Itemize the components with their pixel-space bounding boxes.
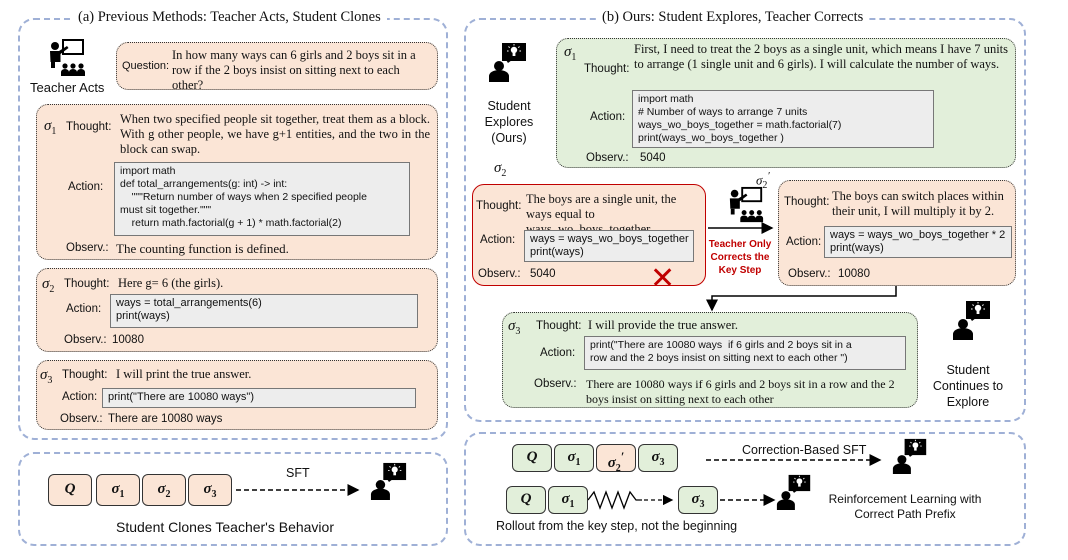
left-step-3-obs: There are 10080 ways	[108, 413, 223, 425]
right-step-2-prime-code: ways = ways_wo_boys_together * 2 print(w…	[824, 226, 1012, 258]
right-step-2-obs: 5040	[530, 268, 556, 280]
left-step-2-obs: 10080	[112, 334, 144, 346]
left-step-2-sigma: σ2	[42, 276, 55, 295]
right-step-2-thought-label: Thought:	[476, 200, 522, 212]
student-clones-caption: Student Clones Teacher's Behavior	[116, 519, 334, 535]
right-step-1-sigma: σ1	[564, 44, 577, 63]
question-text: In how many ways can 6 girls and 2 boys …	[172, 48, 416, 92]
left-step-2-code: ways = total_arrangements(6) print(ways)	[110, 294, 418, 328]
left-token-sigma-1: σ1	[96, 474, 140, 506]
left-step-3-action-label: Action:	[62, 391, 98, 403]
correction-arrow	[708, 222, 774, 234]
teacher-icon-correction	[726, 186, 766, 224]
left-step-1-obs-label: Observ.:	[66, 242, 109, 254]
right-step-3-action-label: Action:	[540, 347, 576, 359]
left-token-q: Q	[48, 474, 92, 506]
rollout-caption: Rollout from the key step, not the begin…	[496, 519, 738, 533]
left-step-3-sigma: σ3	[40, 367, 53, 386]
right-step-2-prime-sigma: σ2′	[756, 170, 770, 191]
teacher-acts-label: Teacher Acts	[30, 80, 105, 95]
right-step-1-obs: 5040	[640, 152, 666, 164]
left-step-1-thought: When two specified people sit together, …	[120, 112, 430, 156]
correction-sft-arrow	[706, 454, 882, 466]
student-icon-sft	[892, 438, 928, 474]
right-panel-title: (b) Ours: Student Explores, Teacher Corr…	[596, 9, 870, 26]
teacher-icon	[46, 38, 88, 78]
left-step-2-action-label: Action:	[66, 303, 102, 315]
right-step-3-thought: I will provide the true answer.	[588, 318, 738, 332]
left-step-1-action-label: Action:	[68, 181, 104, 193]
right-token-q: Q	[512, 444, 552, 472]
left-step-3-code: print("There are 10080 ways")	[102, 388, 416, 408]
left-token-sigma-3: σ3	[188, 474, 232, 506]
right-step-3-obs-label: Observ.:	[534, 378, 577, 390]
right-step-1-obs-label: Observ.:	[586, 152, 629, 164]
student-continues-label: Student Continues to Explore	[932, 363, 1004, 409]
right-step-1-action-label: Action:	[590, 111, 626, 123]
right-step-2-sigma: σ2	[494, 160, 507, 179]
teacher-corrects-label: Teacher Only Corrects the Key Step	[708, 239, 772, 276]
right-step-2-prime-obs-label: Observ.:	[788, 268, 831, 280]
rollout-zigzag	[588, 490, 674, 510]
wrong-step-cross-icon: ✕	[650, 261, 676, 296]
right-step-2-prime-action-label: Action:	[786, 236, 822, 248]
right-bottom-panel	[464, 432, 1026, 546]
right-rollout-token-sigma-1: σ1	[548, 486, 588, 514]
right-step-3-code: print("There are 10080 ways if 6 girls a…	[584, 336, 906, 370]
left-bottom-panel	[18, 452, 448, 546]
left-step-2-thought: Here g= 6 (the girls).	[118, 276, 224, 290]
right-step-3-obs: There are 10080 ways if 6 girls and 2 bo…	[586, 377, 895, 406]
continue-arrow	[706, 286, 897, 312]
left-step-3-thought-label: Thought:	[62, 369, 108, 381]
left-step-2-thought-label: Thought:	[64, 278, 110, 290]
right-step-2-prime-obs: 10080	[838, 268, 870, 280]
left-step-3-obs-label: Observ.:	[60, 413, 103, 425]
left-step-1-thought-label: Thought:	[66, 121, 112, 133]
right-step-1-code: import math # Number of ways to arrange …	[632, 90, 934, 148]
left-token-sigma-2: σ2	[142, 474, 186, 506]
correction-sft-label: Correction-Based SFT	[742, 443, 867, 457]
student-icon-continues	[952, 300, 992, 340]
sft-arrow	[236, 484, 360, 496]
right-step-2-prime-thought-label: Thought:	[784, 196, 830, 208]
sft-label: SFT	[286, 466, 310, 480]
right-step-2-action-label: Action:	[480, 234, 516, 246]
student-icon-rl	[776, 474, 812, 510]
left-panel-title: (a) Previous Methods: Teacher Acts, Stud…	[72, 9, 387, 26]
rl-label: Reinforcement Learning with Correct Path…	[828, 492, 982, 521]
right-token-sigma-2-prime: σ2′	[596, 444, 636, 474]
right-step-3-thought-label: Thought:	[536, 320, 582, 332]
student-explores-label: Student Explores (Ours)	[484, 99, 534, 145]
right-step-3-sigma: σ3	[508, 318, 521, 337]
student-icon-explores	[488, 42, 528, 82]
left-step-1-code: import math def total_arrangements(g: in…	[114, 162, 410, 236]
left-step-3-thought: I will print the true answer.	[116, 367, 252, 381]
right-step-1-thought: First, I need to treat the 2 boys as a s…	[634, 42, 1008, 71]
right-token-sigma-1: σ1	[554, 444, 594, 472]
student-icon-left-bottom	[370, 462, 408, 500]
question-label: Question:	[122, 60, 170, 72]
left-step-1-sigma: σ1	[44, 118, 57, 137]
right-rollout-token-sigma-3: σ3	[678, 486, 718, 514]
question-box	[116, 42, 438, 90]
right-token-sigma-3: σ3	[638, 444, 678, 472]
rl-arrow	[720, 494, 776, 506]
right-step-1-thought-label: Thought:	[584, 63, 630, 75]
left-step-1-obs: The counting function is defined.	[116, 241, 289, 256]
right-step-2-obs-label: Observ.:	[478, 268, 521, 280]
right-rollout-token-q: Q	[506, 486, 546, 514]
right-step-2-prime-thought: The boys can switch places within their …	[832, 189, 1004, 218]
left-step-2-obs-label: Observ.:	[64, 334, 107, 346]
right-step-2-code: ways = ways_wo_boys_together print(ways)	[524, 230, 694, 262]
